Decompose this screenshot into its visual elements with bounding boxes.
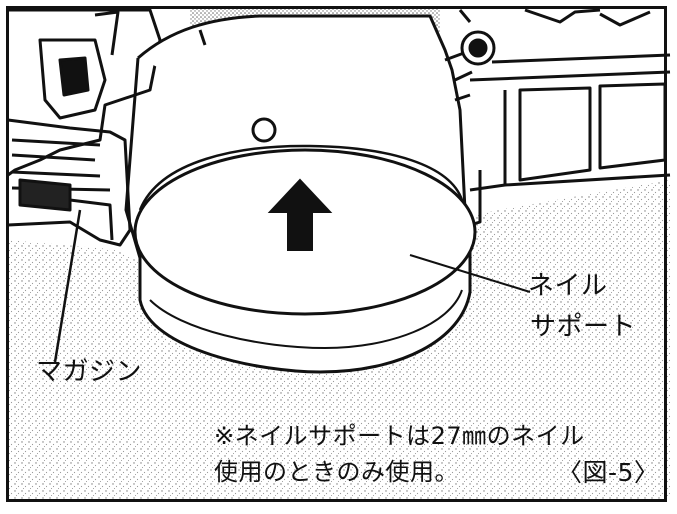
magazine-body [7, 8, 162, 247]
note-line-1: ※ネイルサポートは27㎜のネイル [214, 422, 585, 450]
magazine-label: マガジン [36, 357, 143, 387]
magazine-leader [53, 209, 82, 363]
driver-mechanism [458, 8, 671, 227]
nail-support-label-line2: サポート [530, 312, 637, 342]
nail-support-label-line1: ネイル [528, 271, 608, 301]
note-line-2: 使用のときのみ使用。 [214, 458, 459, 486]
up-arrow-icon [267, 178, 333, 251]
figure-number: 〈図-5〉 [557, 458, 660, 487]
nail-support-leader [409, 254, 531, 293]
